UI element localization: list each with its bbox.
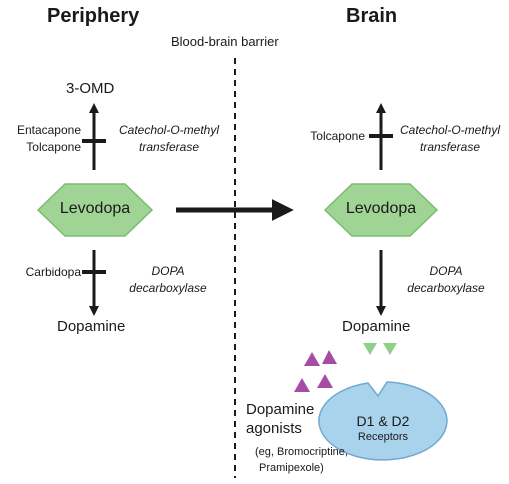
periphery-levodopa-hexagon <box>36 183 154 237</box>
periphery-enzyme-ddc-line2: decarboxylase <box>129 281 207 295</box>
receptor-label-line1: D1 & D2 <box>356 413 410 429</box>
brain-enzyme-ddc-line2: decarboxylase <box>407 281 485 295</box>
periphery-inhibitor-entacapone: Entacapone <box>16 123 81 137</box>
barrier-label: Blood-brain barrier <box>171 34 279 49</box>
periphery-top-product: 3-OMD <box>66 80 115 97</box>
dopamine-molecule-triangle <box>363 343 377 355</box>
agonists-examples-line2: Pramipexole) <box>259 462 324 474</box>
periphery-enzyme-comt-line1: Catechol-O-methyl <box>118 123 220 137</box>
brain-levodopa-hexagon <box>323 183 439 237</box>
agonist-molecule-triangle <box>294 378 310 392</box>
brain-inhibitor-tolcapone: Tolcapone <box>310 129 365 143</box>
brain-levodopa-label: Levodopa <box>345 200 417 217</box>
agonists-title-line1: Dopamine <box>246 401 315 418</box>
periphery-enzyme-comt-line2: transferase <box>138 140 200 154</box>
agonist-molecule-triangle <box>322 350 337 364</box>
periphery-levodopa-label: Levodopa <box>59 200 131 217</box>
periphery-inhibitor-carbidopa: Carbidopa <box>25 265 81 279</box>
agonists-examples-line1: (eg, Bromocriptine, <box>255 446 348 458</box>
receptor-shape <box>318 381 448 461</box>
brain-dopamine-label: Dopamine <box>342 318 411 335</box>
periphery-header: Periphery <box>47 5 140 27</box>
periphery-enzyme-ddc-line1: DOPA <box>151 264 185 278</box>
brain-header: Brain <box>346 5 398 27</box>
agonists-title-line2: agonists <box>246 420 302 437</box>
brain-enzyme-comt-line1: Catechol-O-methyl <box>399 123 501 137</box>
brain-enzyme-comt-line2: transferase <box>419 140 481 154</box>
brain-enzyme-ddc-line1: DOPA <box>429 264 463 278</box>
agonist-molecule-triangle <box>317 374 333 388</box>
dopamine-molecule-triangle <box>383 343 397 355</box>
periphery-dopamine-label: Dopamine <box>57 318 126 335</box>
agonist-molecule-triangle <box>304 352 320 366</box>
periphery-inhibitor-tolcapone: Tolcapone <box>26 140 81 154</box>
receptor-label-line2: Receptors <box>357 431 409 443</box>
